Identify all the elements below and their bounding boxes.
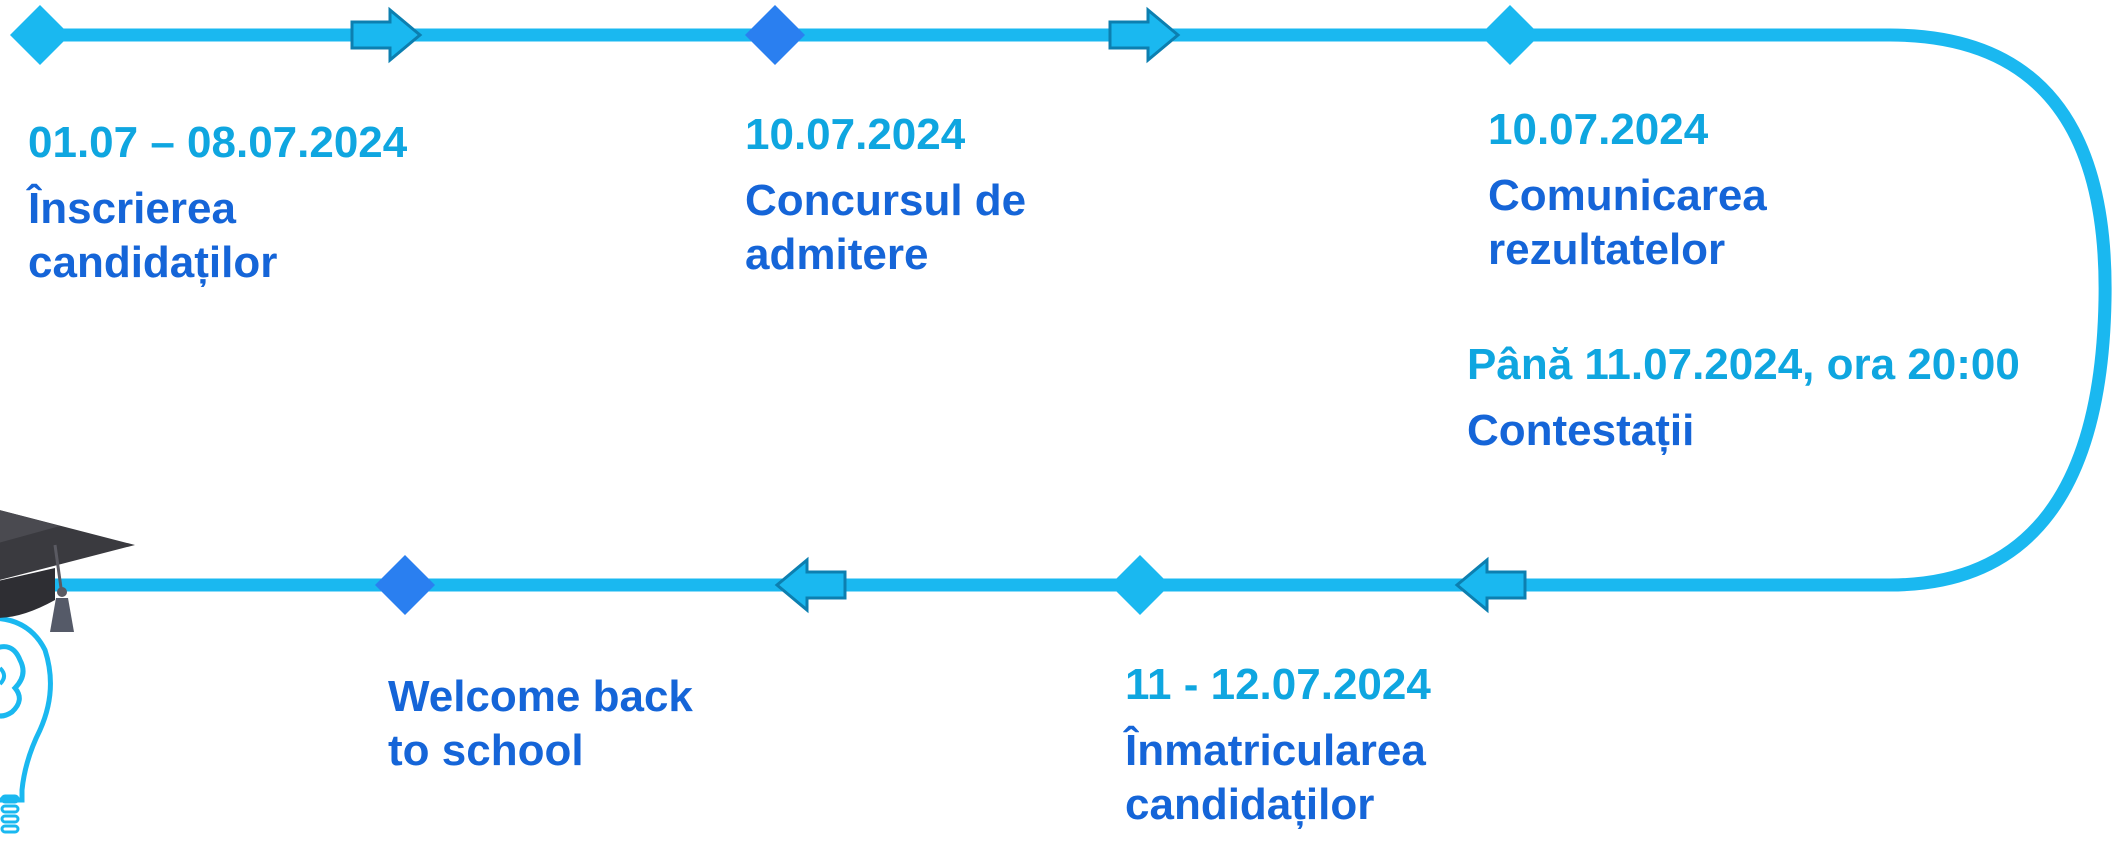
step-date: 11 - 12.07.2024 <box>1125 660 1431 709</box>
timeline-step-6: Welcome back to school <box>388 670 748 778</box>
step-label: Înmatricularea candidaților <box>1125 726 1426 829</box>
diamond-marker-1 <box>10 5 70 65</box>
diamond-marker-5 <box>1110 555 1170 615</box>
step-date: 10.07.2024 <box>1488 105 1709 154</box>
lightbulb-brain-icon <box>0 616 53 834</box>
timeline-track <box>33 28 2112 592</box>
step-label: Welcome back to school <box>388 672 693 775</box>
step-date: 01.07 – 08.07.2024 <box>28 118 408 167</box>
arrow-left-icon <box>1454 556 1527 614</box>
timeline-step-3: 10.07.2024 Comunicarea rezultatelor <box>1488 105 1888 277</box>
graduation-cap-icon <box>0 510 135 632</box>
arrow-left-icon <box>774 556 847 614</box>
diamond-marker-3 <box>1480 5 1540 65</box>
step-label: Concursul de admitere <box>745 176 1027 279</box>
arrow-right-icon <box>350 6 423 64</box>
timeline-step-5: 11 - 12.07.2024 Înmatricularea candidați… <box>1125 660 1525 832</box>
step-label: Înscrierea candidaților <box>28 184 278 287</box>
step-label: Contestații <box>1467 406 1695 455</box>
timeline-step-2: 10.07.2024 Concursul de admitere <box>745 110 1145 282</box>
diamond-marker-6 <box>375 555 435 615</box>
step-date: 10.07.2024 <box>745 110 966 159</box>
timeline-step-4: Până 11.07.2024, ora 20:00 Contestații <box>1467 340 2087 458</box>
timeline-step-1: 01.07 – 08.07.2024 Înscrierea candidațil… <box>28 118 628 290</box>
arrow-right-icon <box>1108 6 1181 64</box>
step-label: Comunicarea rezultatelor <box>1488 171 1767 274</box>
diamond-marker-2 <box>745 5 805 65</box>
step-date: Până 11.07.2024, ora 20:00 <box>1467 340 2020 389</box>
